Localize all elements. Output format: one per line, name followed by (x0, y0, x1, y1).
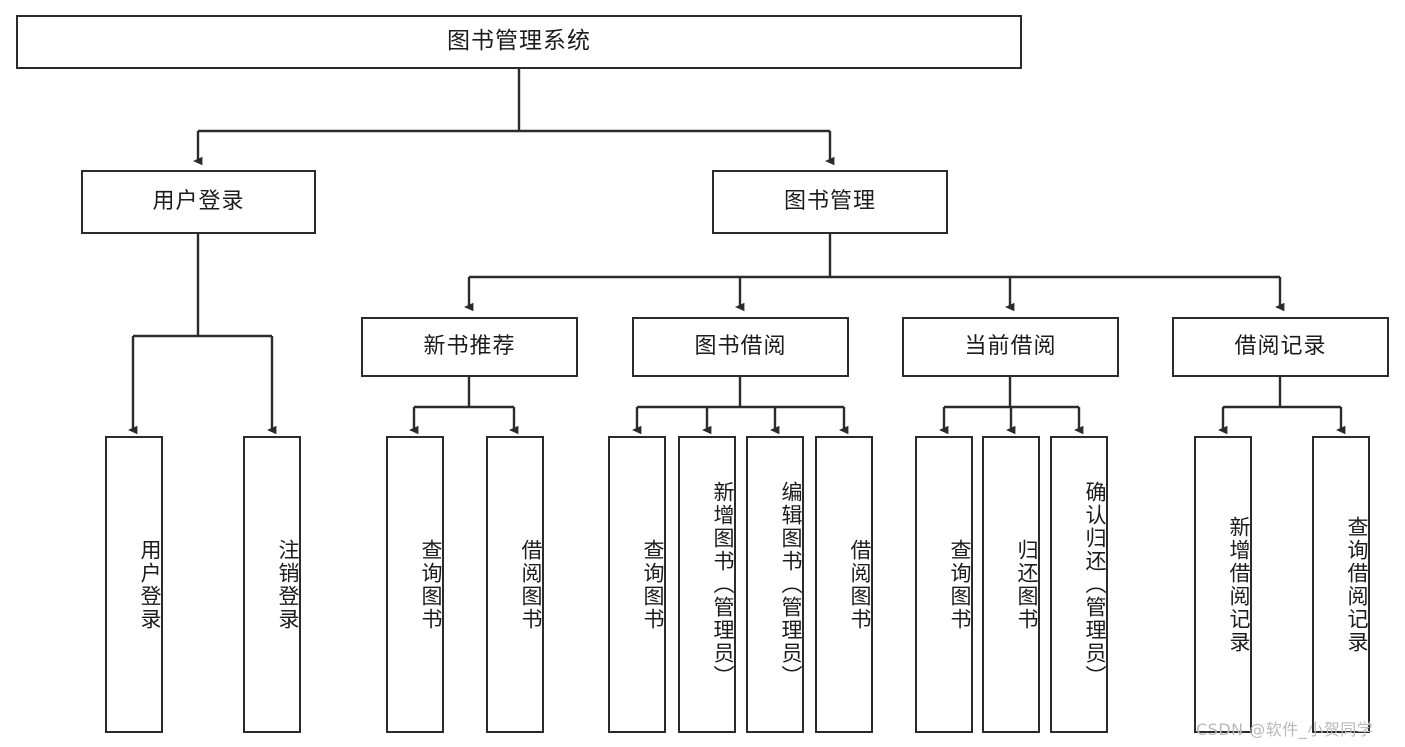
node-current-borrow[interactable]: 当前借阅 (902, 317, 1119, 377)
node-label: 图书借阅 (694, 333, 787, 359)
node-label: 注销登录 (276, 538, 300, 631)
node-book-management[interactable]: 图书管理 (712, 170, 948, 234)
node-label: 归还图书 (1015, 538, 1039, 631)
leaf-records-query-record[interactable]: 查询借阅记录 (1312, 436, 1370, 733)
node-label: 查询图书 (641, 538, 665, 631)
node-label: 新增图书（管理员） (711, 481, 735, 688)
node-user-login[interactable]: 用户登录 (81, 170, 316, 234)
leaf-current-query-book[interactable]: 查询图书 (915, 436, 973, 733)
node-label: 借阅图书 (848, 538, 872, 631)
node-label: 新书推荐 (423, 333, 516, 359)
node-label: 新增借阅记录 (1227, 515, 1251, 654)
node-label: 当前借阅 (964, 333, 1057, 359)
node-borrow-records[interactable]: 借阅记录 (1172, 317, 1389, 377)
node-label: 图书管理 (783, 188, 876, 214)
node-label: 查询借阅记录 (1345, 515, 1369, 654)
node-new-book-recommend[interactable]: 新书推荐 (361, 317, 578, 377)
node-label: 图书管理系统 (447, 28, 591, 55)
leaf-newbook-query-book[interactable]: 查询图书 (386, 436, 444, 733)
leaf-current-confirm-return-admin[interactable]: 确认归还（管理员） (1050, 436, 1108, 733)
node-label: 借阅记录 (1234, 333, 1327, 359)
leaf-newbook-borrow-book[interactable]: 借阅图书 (486, 436, 544, 733)
node-label: 用户登录 (138, 538, 162, 631)
node-label: 编辑图书（管理员） (779, 481, 803, 688)
leaf-records-add-record[interactable]: 新增借阅记录 (1194, 436, 1252, 733)
leaf-current-return-book[interactable]: 归还图书 (982, 436, 1040, 733)
node-label: 查询图书 (948, 538, 972, 631)
csdn-watermark: CSDN @软件_小贺同学 (1196, 720, 1374, 739)
leaf-user-login[interactable]: 用户登录 (105, 436, 163, 733)
node-label: 用户登录 (152, 188, 245, 214)
leaf-borrow-add-book-admin[interactable]: 新增图书（管理员） (678, 436, 736, 733)
leaf-borrow-borrow-book[interactable]: 借阅图书 (815, 436, 873, 733)
node-label: 查询图书 (419, 538, 443, 631)
leaf-borrow-query-book[interactable]: 查询图书 (608, 436, 666, 733)
node-root-system[interactable]: 图书管理系统 (16, 15, 1022, 69)
node-book-borrow[interactable]: 图书借阅 (632, 317, 849, 377)
node-label: 确认归还（管理员） (1083, 481, 1107, 688)
node-label: 借阅图书 (519, 538, 543, 631)
leaf-user-logout[interactable]: 注销登录 (243, 436, 301, 733)
leaf-borrow-edit-book-admin[interactable]: 编辑图书（管理员） (746, 436, 804, 733)
